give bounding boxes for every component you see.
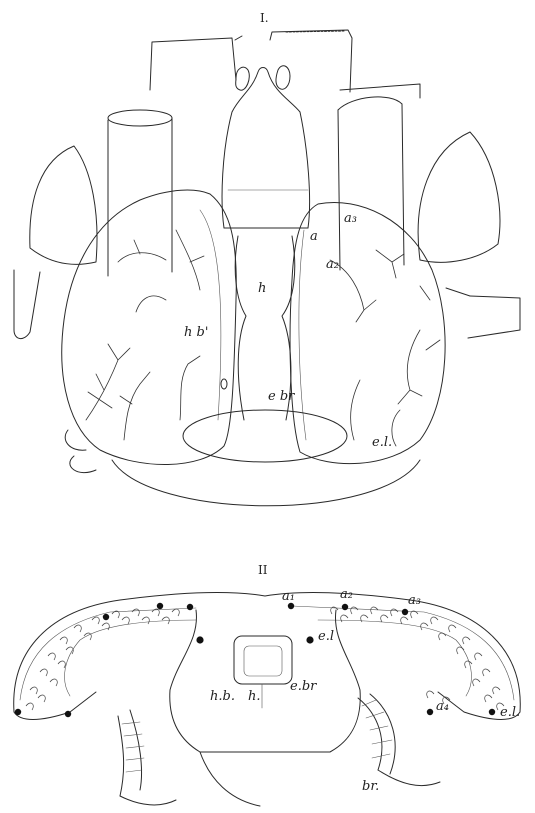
figure-one-labels: I. a a₂ a₃ h h b' e br e.l. bbox=[184, 11, 392, 450]
figure-two-numeral: II bbox=[258, 563, 268, 577]
label-hb-fig2: h.b. bbox=[210, 689, 235, 704]
label-ebr-fig1: e br bbox=[268, 389, 295, 404]
label-a1-fig2: a₁ bbox=[282, 589, 295, 604]
figure-two-labels: II a₁ a₂ a₃ e.l a₄ h.b. h. e.br e.l. br. bbox=[210, 563, 520, 794]
label-a1-fig1: a bbox=[310, 229, 318, 244]
label-el-fig2: e.l. bbox=[500, 705, 520, 720]
label-ebr-fig2: e.br bbox=[290, 679, 317, 694]
label-a3-fig1: a₃ bbox=[344, 211, 357, 226]
label-br-fig2: br. bbox=[362, 779, 379, 794]
label-el-fig1: e.l. bbox=[372, 435, 392, 450]
label-a3-fig2: a₃ bbox=[408, 593, 421, 608]
label-a2-fig2: a₂ bbox=[340, 587, 353, 602]
label-a4-fig2: a₄ bbox=[436, 699, 449, 714]
label-h-fig2: h. bbox=[248, 689, 261, 704]
label-a2-fig1: a₂ bbox=[326, 257, 339, 272]
label-hb-fig1: h b' bbox=[184, 325, 208, 340]
figure-one-numeral: I. bbox=[260, 11, 269, 25]
label-el-inner-fig2: e.l bbox=[318, 629, 334, 644]
figure-one-drawing bbox=[14, 30, 520, 506]
label-h-fig1: h bbox=[258, 281, 266, 296]
